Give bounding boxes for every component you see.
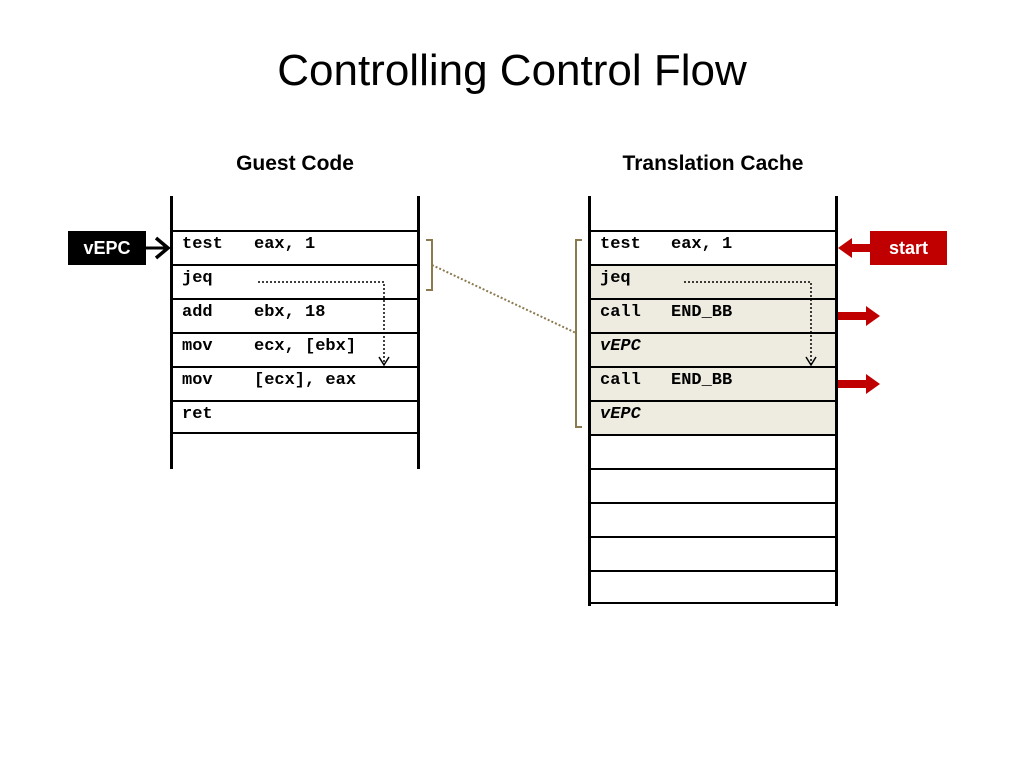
end-bb-arrow-icon-2	[838, 374, 880, 394]
bracket-connector-line	[431, 264, 577, 334]
guest-code-heading: Guest Code	[236, 152, 354, 175]
cache-row-5: call END_BB	[591, 366, 835, 400]
start-label: start	[870, 231, 947, 265]
guest-row-2-op: jeq	[182, 269, 213, 288]
guest-row-2: jeq	[173, 264, 417, 298]
guest-row-1: test eax, 1	[173, 230, 417, 264]
guest-row-5-args: [ecx], eax	[254, 371, 357, 390]
guest-jeq-jump-arrow	[258, 281, 390, 367]
guest-row-3-op: add	[182, 303, 213, 322]
guest-row-4-op: mov	[182, 337, 213, 356]
cache-empty-row-3	[591, 502, 835, 536]
translation-cache-table: test eax, 1 jeq call END_BB vEPC call EN…	[588, 196, 838, 606]
cache-row-1: test eax, 1	[591, 230, 835, 264]
cache-empty-row-4	[591, 536, 835, 570]
cache-row-5-args: END_BB	[671, 371, 733, 390]
end-bb-arrow-icon-1	[838, 306, 880, 326]
cache-row-1-op: test	[600, 235, 641, 254]
translation-cache-heading: Translation Cache	[622, 152, 804, 175]
guest-row-1-op: test	[182, 235, 223, 254]
cache-row-3: call END_BB	[591, 298, 835, 332]
cache-row-6: vEPC	[591, 400, 835, 434]
cache-row-5-op: call	[600, 371, 641, 390]
cache-empty-row-1	[591, 434, 835, 468]
cache-block-bracket	[575, 239, 582, 428]
guest-row-3: add ebx, 18	[173, 298, 417, 332]
guest-row-3-args: ebx, 18	[254, 303, 326, 322]
guest-block-bracket	[426, 239, 433, 291]
cache-row-4-op: vEPC	[600, 337, 641, 356]
cache-row-1-args: eax, 1	[671, 235, 733, 254]
vepc-arrow-icon	[146, 236, 171, 260]
guest-row-6: ret	[173, 400, 417, 434]
cache-jeq-jump-arrow	[684, 281, 817, 367]
cache-row-2: jeq	[591, 264, 835, 298]
cache-empty-row-2	[591, 468, 835, 502]
guest-row-5: mov [ecx], eax	[173, 366, 417, 400]
cache-row-3-args: END_BB	[671, 303, 733, 322]
guest-row-4-args: ecx, [ebx]	[254, 337, 357, 356]
guest-row-5-op: mov	[182, 371, 213, 390]
guest-row-1-args: eax, 1	[254, 235, 316, 254]
start-arrow-icon	[838, 238, 870, 258]
guest-code-table: test eax, 1 jeq add ebx, 18 mov ecx, [eb…	[170, 196, 420, 469]
guest-row-4: mov ecx, [ebx]	[173, 332, 417, 366]
slide-title: Controlling Control Flow	[277, 46, 747, 95]
vepc-pointer-label: vEPC	[68, 231, 146, 265]
guest-row-6-op: ret	[182, 405, 213, 424]
cache-row-2-op: jeq	[600, 269, 631, 288]
cache-row-6-op: vEPC	[600, 405, 641, 424]
cache-empty-row-5	[591, 570, 835, 604]
cache-row-3-op: call	[600, 303, 641, 322]
cache-row-4: vEPC	[591, 332, 835, 366]
